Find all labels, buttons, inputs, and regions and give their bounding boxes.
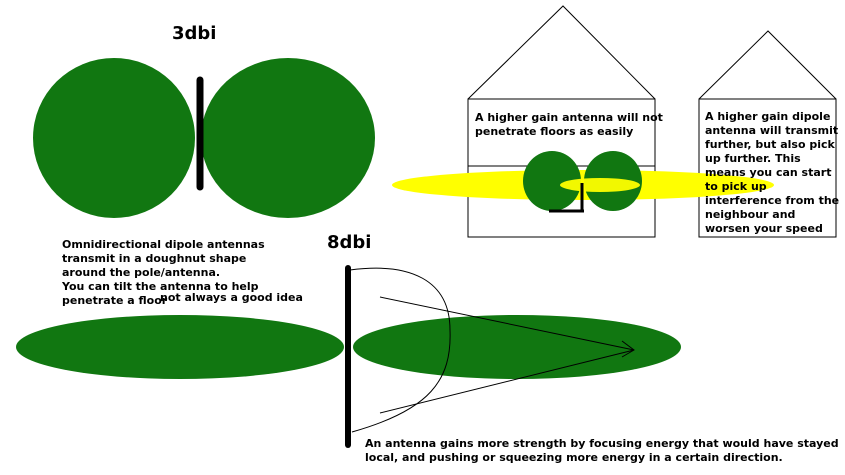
floor-left-lobe	[523, 151, 581, 211]
floor-antenna-pattern	[523, 151, 642, 213]
dipole-note-line: up further. This	[705, 152, 801, 165]
dipole-note-line: neighbour and	[705, 208, 796, 221]
floor-beam-overlap	[560, 178, 640, 192]
dipole-note-line: further, but also pick	[705, 138, 835, 151]
focus-note-line: An antenna gains more strength by focusi…	[365, 437, 839, 450]
omni-note-line: You can tilt the antenna to help	[62, 280, 259, 293]
low-gain-pattern	[33, 58, 375, 218]
tilt-caveat: not always a good idea	[160, 291, 303, 304]
dipole-note-line: antenna will transmit	[705, 124, 839, 137]
omni-note-line: around the pole/antenna.	[62, 266, 221, 279]
house-neighbour	[698, 30, 837, 238]
omni-note-line: Omnidirectional dipole antennas	[62, 238, 265, 251]
high-gain-right-lobe	[353, 315, 681, 379]
focus-note-line: local, and pushing or squeezing more ene…	[365, 451, 783, 464]
house-neighbour-roof	[698, 30, 837, 100]
dipole-note-line: means you can start	[705, 166, 832, 179]
focus-curve	[349, 267, 451, 433]
low-gain-right-lobe	[201, 58, 375, 218]
focus-arrow-lower	[379, 349, 635, 414]
low-gain-title: 3dbi	[172, 23, 217, 44]
house-neighbour-wall	[698, 98, 837, 238]
focus-arrow-head	[621, 340, 635, 358]
dipole-note-line: interference from the	[705, 194, 840, 207]
omni-note-line: penetrate a floor	[62, 294, 168, 307]
floors-note-line: penetrate floors as easily	[475, 125, 634, 138]
focus-arrow-upper	[379, 296, 635, 351]
floors-note-line: A higher gain antenna will not	[475, 111, 663, 124]
house-floors-roof	[467, 5, 656, 100]
high-gain-left-lobe	[16, 315, 344, 379]
dipole-note-line: to pick up	[705, 180, 767, 193]
dipole-note-line: A higher gain dipole	[705, 110, 831, 123]
omni-note-line: transmit in a doughnut shape	[62, 252, 247, 265]
dipole-note-line: worsen your speed	[705, 222, 823, 235]
low-gain-left-lobe	[33, 58, 195, 218]
high-gain-title: 8dbi	[327, 232, 372, 253]
high-gain-pattern	[16, 265, 681, 448]
